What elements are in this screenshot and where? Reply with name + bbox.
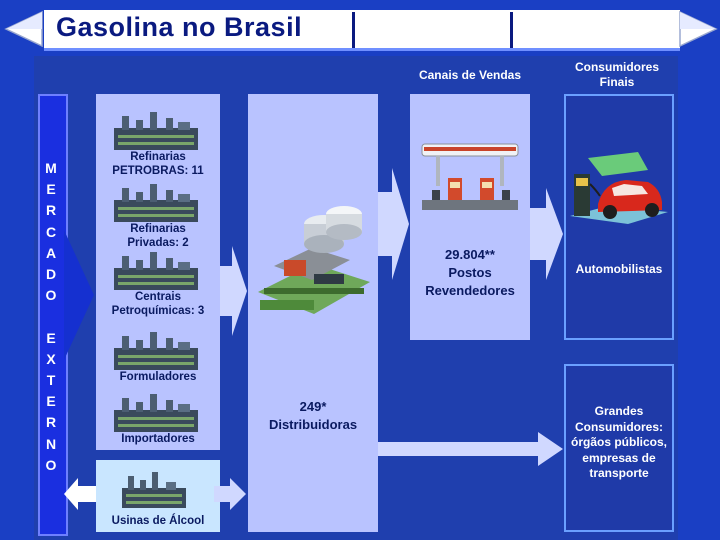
grandes-line: órgãos públicos, (570, 435, 667, 449)
grandes-line: Consumidores: (574, 419, 663, 434)
next-arrow-icon[interactable] (676, 8, 720, 50)
header-canais: Canais de Vendas (418, 68, 522, 82)
grandes-line: transporte (589, 466, 649, 480)
source-label: Formuladores (119, 371, 197, 383)
refinery-icon (110, 330, 202, 372)
gas-station-icon (418, 140, 522, 216)
usinas-label: Usinas de Álcool (111, 515, 205, 527)
refinery-icon (110, 250, 202, 292)
mercado-arrow (64, 230, 94, 360)
refinery-icon (110, 110, 202, 152)
postos-count: 29.804** (445, 247, 495, 262)
distribuidoras-postos-arrow (378, 168, 409, 280)
title-box (44, 10, 680, 51)
mercado-externo-letter: N (45, 435, 57, 452)
mercado-externo-letter: R (45, 202, 57, 219)
mercado-externo-letter: E (46, 329, 56, 346)
postos-auto-arrow (530, 188, 563, 280)
source-label: Importadores (121, 433, 195, 445)
mercado-externo-letter: E (46, 181, 56, 198)
postos-label-2: Revendedores (425, 283, 515, 298)
title-bar: Gasolina no Brasil (0, 0, 720, 54)
refinery-icon (110, 392, 202, 434)
distribuidoras-label: Distribuidoras (268, 417, 358, 432)
source-label: Refinarias (130, 151, 186, 163)
mercado-externo-letter: D (45, 266, 57, 282)
title-divider (352, 12, 355, 48)
page-title: Gasolina no Brasil (56, 12, 303, 42)
car-fueling-icon (568, 146, 670, 226)
mercado-externo-letter: O (45, 456, 57, 473)
source-sublabel: Petroquímicas: 3 (111, 305, 205, 317)
grandes-box (564, 364, 674, 532)
source-label: Refinarias (130, 223, 186, 235)
mercado-externo-letter: E (46, 393, 56, 410)
refinery-icon (118, 470, 190, 510)
automobilistas-label: Automobilistas (575, 262, 663, 276)
prev-arrow-icon[interactable] (2, 8, 46, 50)
mercado-externo-letter: M (45, 160, 57, 176)
header-consumidores-1: Consumidores (574, 60, 659, 74)
mercado-externo-letter: T (46, 372, 56, 388)
mercado-externo-letter: R (45, 414, 57, 431)
mercado-externo-letter: O (45, 287, 57, 304)
mercado-externo-letter: A (45, 244, 57, 261)
refinery-icon (110, 182, 202, 224)
grandes-line: Grandes (594, 404, 644, 418)
mercado-externo-letter: C (45, 223, 57, 240)
usinas-double-arrow (64, 478, 246, 510)
postos-label-1: Postos (448, 265, 492, 280)
distribuidoras-count: 249* (299, 399, 327, 414)
source-label: Centrais (134, 291, 182, 303)
title-divider (510, 12, 513, 48)
sources-arrow (220, 246, 247, 336)
distribution-plant-icon (254, 196, 374, 320)
source-sublabel: Privadas: 2 (127, 237, 189, 249)
mercado-externo-letter: X (46, 350, 56, 367)
source-sublabel: PETROBRAS: 11 (112, 165, 204, 177)
grandes-line: empresas de (582, 450, 656, 465)
header-consumidores-2: Finais (599, 75, 635, 89)
postos-box (410, 94, 530, 340)
distribuidoras-grandes-arrow (378, 432, 563, 466)
